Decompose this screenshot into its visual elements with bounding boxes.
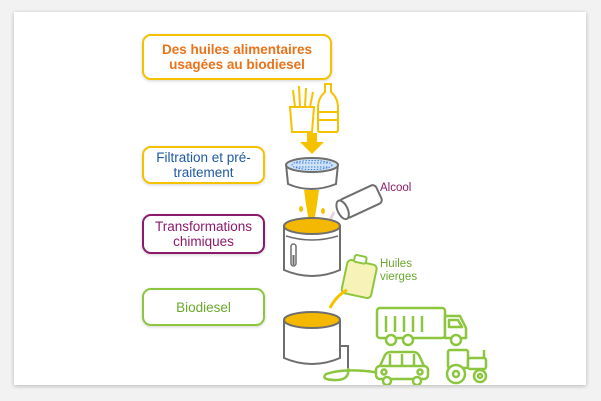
step-biodiesel-box: Biodiesel <box>142 288 265 326</box>
down-arrow-icon <box>300 133 324 154</box>
car-icon <box>374 350 430 385</box>
alcohol-label: Alcool <box>380 182 412 194</box>
step-title-box: Des huiles alimentaires usagées au biodi… <box>142 34 332 80</box>
food-bag-icon <box>288 85 316 133</box>
process-illustration <box>283 83 488 385</box>
oil-drip <box>299 190 325 225</box>
step-title-label: Des huiles alimentaires usagées au biodi… <box>161 42 313 72</box>
step-chemical-box: Transformations chimiques <box>142 214 265 254</box>
tractor-icon <box>445 348 488 385</box>
step-filtration-box: Filtration et pré-traitement <box>142 146 265 184</box>
biodiesel-tank-icon <box>283 311 349 368</box>
virgin-oil-can-icon <box>328 254 378 309</box>
truck-icon <box>375 306 468 347</box>
filter-sieve-icon <box>285 157 339 190</box>
step-chemical-label: Transformations chimiques <box>154 219 253 249</box>
virgin-oils-label: Huiles vierges <box>380 258 418 283</box>
reactor-tank-icon <box>283 217 341 277</box>
step-biodiesel-label: Biodiesel <box>176 299 231 315</box>
oil-bottle-icon <box>317 83 339 133</box>
diagram-card: Des huiles alimentaires usagées au biodi… <box>14 12 586 385</box>
step-filtration-label: Filtration et pré-traitement <box>156 150 251 180</box>
